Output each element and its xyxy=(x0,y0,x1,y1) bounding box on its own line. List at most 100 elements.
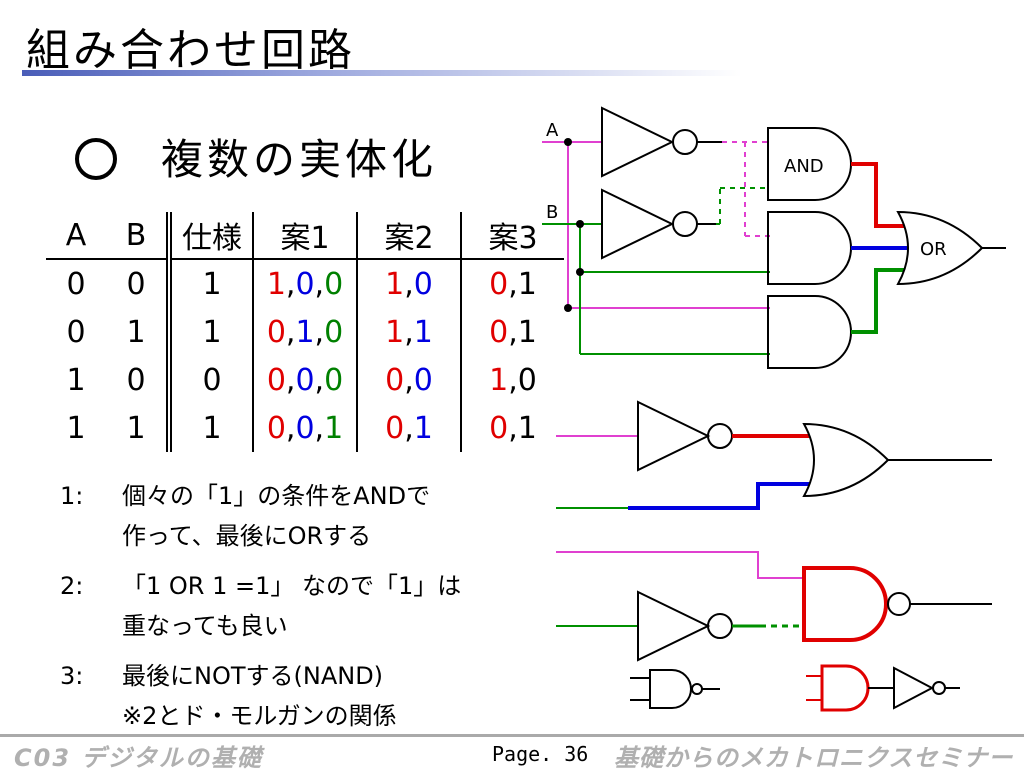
value-segment: 0 xyxy=(324,362,344,398)
header-spec: 仕様 xyxy=(169,212,254,260)
header-b: B xyxy=(106,212,172,260)
value-segment: 1 xyxy=(413,410,433,446)
note-line: 作って、最後にORする xyxy=(122,522,372,550)
note-text: 「1 OR 1 =1」 なので「1」は重なっても良い xyxy=(122,566,461,646)
cell-a: 0 xyxy=(66,314,86,350)
value-segment: , xyxy=(314,266,325,302)
junction-dot xyxy=(564,304,572,312)
nand-gate-c3 xyxy=(802,566,888,642)
value-segment: 0 xyxy=(489,410,509,446)
header-plan1: 案1 xyxy=(253,212,358,260)
wire-c2-b-to-or xyxy=(628,482,812,510)
circle-bullet-icon xyxy=(75,137,117,180)
cell-a: 0 xyxy=(66,266,86,302)
cell-plan1: 0,0,1 xyxy=(253,404,358,452)
or-gate-c2 xyxy=(802,422,890,498)
not-gate-a xyxy=(601,106,675,178)
junction-dot xyxy=(564,138,572,146)
note-line: 「1 OR 1 =1」 なので「1」は xyxy=(122,572,462,600)
cell-b: 1 xyxy=(106,404,172,452)
value-segment: ,1 xyxy=(508,266,537,302)
note-text: 最後にNOTする(NAND)※2とド・モルガンの関係 xyxy=(122,656,397,736)
wire-and1-to-or xyxy=(851,162,906,228)
not-gate-c2 xyxy=(637,400,711,472)
value-segment: , xyxy=(404,410,414,446)
cell-plan3: 1,0 xyxy=(461,356,564,404)
cell-plan1: 0,1,0 xyxy=(253,308,358,356)
section-heading-text: 複数の実体化 xyxy=(161,135,438,184)
value-segment: 0 xyxy=(266,314,286,350)
not-bubble xyxy=(672,129,698,155)
cell-b: 0 xyxy=(106,259,172,308)
cell-plan3: 0,1 xyxy=(461,259,564,308)
value-segment: 0 xyxy=(266,410,286,446)
circuit-label-a: A xyxy=(546,120,559,141)
note-item: 2: 「1 OR 1 =1」 なので「1」は重なっても良い xyxy=(60,566,461,646)
value-segment: 1 xyxy=(489,362,509,398)
junction-dot xyxy=(576,220,584,228)
footer-chapter: C03 デジタルの基礎 xyxy=(14,744,263,772)
value-segment: 0 xyxy=(385,362,405,398)
wire-c3-input-a xyxy=(556,551,804,579)
cell-a: 1 xyxy=(66,410,86,446)
section-heading: 複数の実体化 xyxy=(75,126,437,187)
cell-plan2: 1,0 xyxy=(357,259,462,308)
note-item: 1:個々の「1」の条件をANDで作って、最後にORする xyxy=(60,476,461,556)
small-nand-symbol xyxy=(649,669,692,709)
footer-seminar-title: 基礎からのメカトロニクスセミナー xyxy=(614,744,1014,772)
cell-spec: 1 xyxy=(169,404,254,452)
cell-b: 1 xyxy=(106,308,172,356)
not-bubble xyxy=(707,423,733,449)
value-segment: 0 xyxy=(324,314,344,350)
not-bubble xyxy=(672,211,698,237)
cell-b: 0 xyxy=(106,356,172,404)
value-segment: ,1 xyxy=(508,314,537,350)
value-segment: , xyxy=(404,266,414,302)
not-gate-b xyxy=(601,188,675,260)
small-nand-bubble xyxy=(691,683,703,695)
value-segment: , xyxy=(404,362,414,398)
value-segment: , xyxy=(285,362,296,398)
value-segment: 0 xyxy=(295,266,315,302)
footer-page-number: Page. 36 xyxy=(492,742,589,766)
note-line: 重なっても良い xyxy=(122,612,288,640)
cell-plan3: 0,1 xyxy=(461,404,564,452)
cell-plan1: 0,0,0 xyxy=(253,356,358,404)
header-plan2: 案2 xyxy=(357,212,462,260)
value-segment: 0 xyxy=(489,314,509,350)
value-segment: 0 xyxy=(385,410,405,446)
note-number: 2: xyxy=(60,572,84,600)
and-gate-2 xyxy=(767,211,852,285)
value-segment: , xyxy=(285,266,296,302)
truth-table-header: A B 仕様 案1 案2 案3 xyxy=(46,212,564,260)
junction-dot xyxy=(576,268,584,276)
small-not-bubble xyxy=(932,681,946,695)
nand-bubble xyxy=(887,592,911,616)
note-line: 最後にNOTする(NAND) xyxy=(122,662,384,690)
value-segment: 0 xyxy=(295,410,315,446)
cell-spec: 1 xyxy=(169,308,254,356)
cell-plan2: 0,1 xyxy=(357,404,462,452)
value-segment: , xyxy=(314,314,325,350)
note-number: 1: xyxy=(60,482,84,510)
notes-list: 1:個々の「1」の条件をANDで作って、最後にORする 2: 「1 OR 1 =1」… xyxy=(60,476,461,736)
small-and-symbol xyxy=(820,664,870,712)
cell-plan2: 1,1 xyxy=(357,308,462,356)
cell-plan2: 0,0 xyxy=(357,356,462,404)
value-segment: 1 xyxy=(413,314,433,350)
value-segment: 1 xyxy=(385,266,405,302)
value-segment: , xyxy=(285,314,296,350)
and-gate-1 xyxy=(767,127,852,201)
small-not-symbol xyxy=(893,666,935,710)
cell-plan1: 1,0,0 xyxy=(253,259,358,308)
value-segment: 0 xyxy=(324,266,344,302)
header-a: A xyxy=(46,212,106,260)
not-gate-c3 xyxy=(637,590,711,662)
cell-spec: 0 xyxy=(169,356,254,404)
value-segment: , xyxy=(314,410,325,446)
value-segment: , xyxy=(404,314,414,350)
cell-spec: 1 xyxy=(169,259,254,308)
